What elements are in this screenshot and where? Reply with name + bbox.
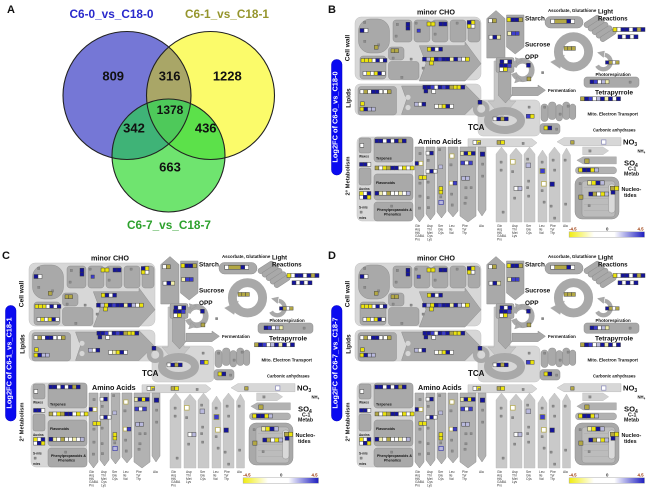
- svg-text:Log2FC of C6-0_vs_C18-0: Log2FC of C6-0_vs_C18-0: [331, 71, 340, 162]
- svg-text:1228: 1228: [213, 69, 242, 84]
- svg-text:C: C: [2, 250, 10, 262]
- svg-text:436: 436: [195, 120, 217, 135]
- svg-text:B: B: [328, 4, 336, 16]
- svg-text:C6-0_vs_C18-0: C6-0_vs_C18-0: [70, 7, 154, 21]
- svg-text:D: D: [328, 250, 336, 262]
- svg-text:809: 809: [102, 69, 124, 84]
- svg-text:C6-1_vs_C18-1: C6-1_vs_C18-1: [185, 7, 269, 21]
- svg-text:663: 663: [159, 160, 181, 175]
- svg-text:Log2FC of C6-1_vs_C18-1: Log2FC of C6-1_vs_C18-1: [5, 317, 14, 408]
- svg-text:342: 342: [123, 120, 145, 135]
- svg-text:Log2FC of C6-7_vs_C18-7: Log2FC of C6-7_vs_C18-7: [331, 317, 340, 408]
- svg-text:A: A: [7, 4, 15, 16]
- svg-text:C6-7_vs_C18-7: C6-7_vs_C18-7: [127, 218, 211, 232]
- svg-text:316: 316: [159, 69, 181, 84]
- svg-text:1378: 1378: [157, 103, 184, 117]
